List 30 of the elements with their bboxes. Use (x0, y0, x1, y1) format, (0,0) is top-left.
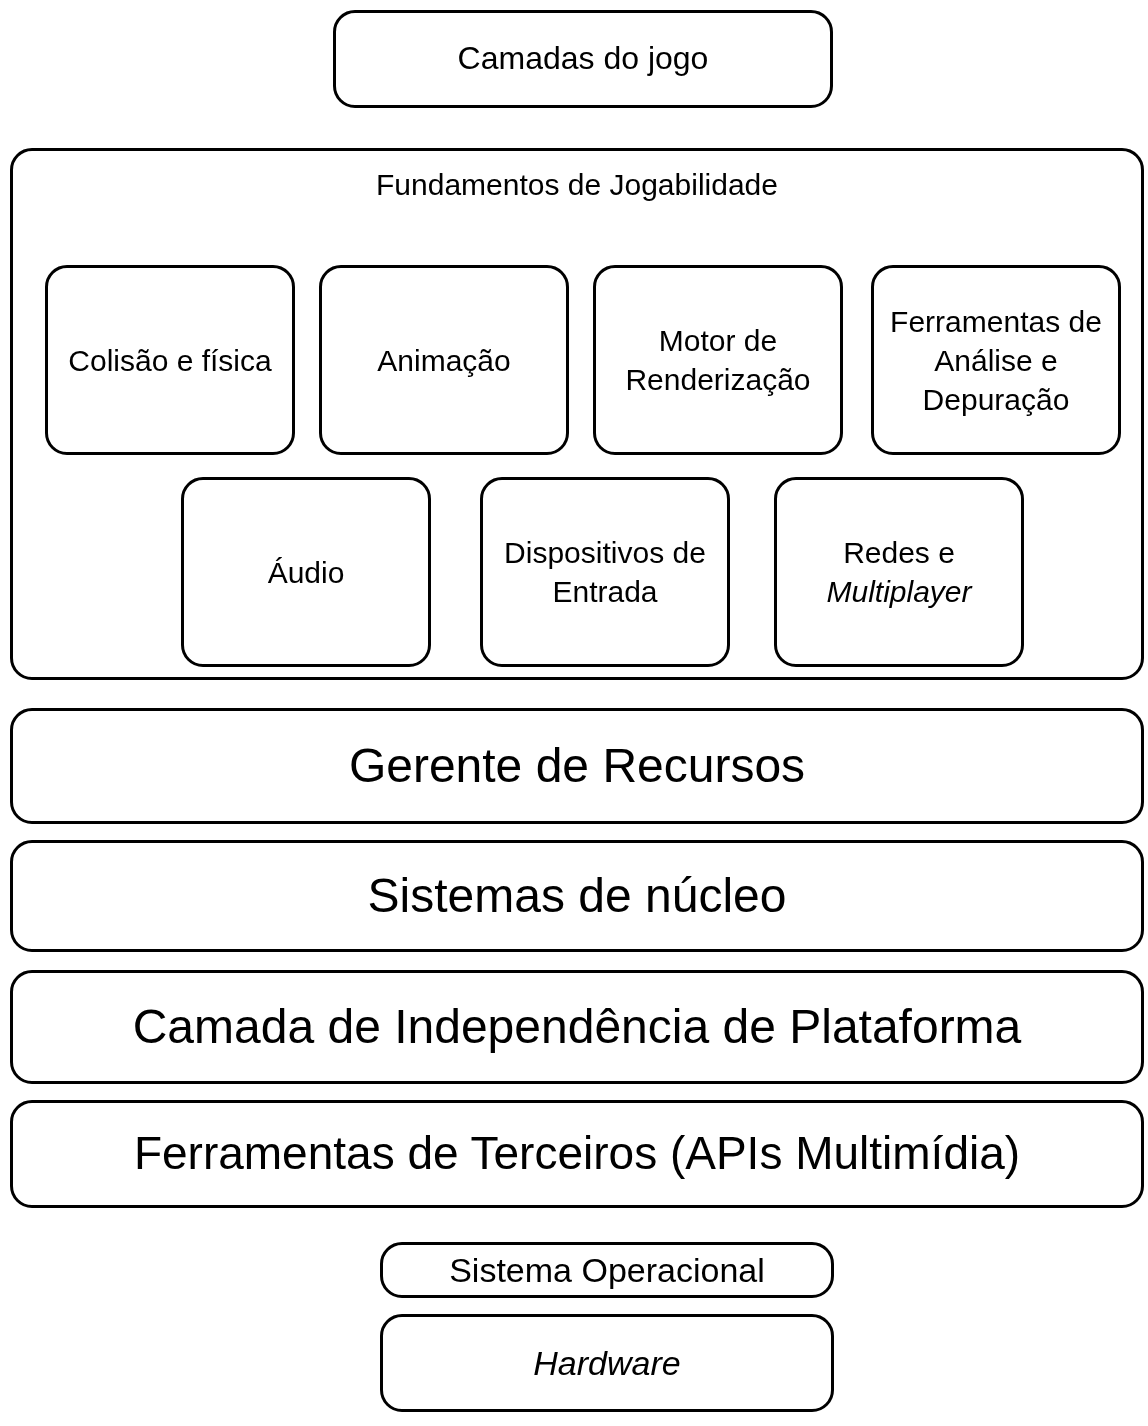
module-box (480, 477, 730, 667)
layer-box (333, 10, 833, 108)
box-label: Ferramentas de Análise e Depuração (889, 303, 1103, 418)
box-label: Camada de Independência de Plataforma (132, 998, 1022, 1055)
box-label: Dispositivos de Entrada (503, 535, 707, 610)
box-label: Gerente de Recursos (348, 737, 806, 794)
layer-box (10, 1100, 1144, 1208)
group-heading: Fundamentos de Jogabilidade (375, 167, 779, 203)
layer-box (380, 1242, 834, 1298)
module-box (319, 265, 569, 455)
module-box (45, 265, 295, 455)
module-box (774, 477, 1024, 667)
box-label: Animação (377, 342, 511, 379)
box-label: Sistema Operacional (449, 1249, 765, 1291)
module-box (593, 265, 843, 455)
box-label: Camadas do jogo (457, 39, 709, 79)
layer-box (10, 840, 1144, 952)
group-box (10, 148, 1144, 680)
box-label: Áudio (267, 554, 345, 591)
module-box (871, 265, 1121, 455)
layer-box (10, 708, 1144, 824)
box-label: Hardware (533, 1342, 681, 1384)
box-label: Motor de Renderização (624, 323, 812, 398)
layer-box (10, 970, 1144, 1084)
layer-box (380, 1314, 834, 1412)
box-label: Sistemas de núcleo (367, 867, 787, 924)
box-label: Ferramentas de Terceiros (APIs Multimídia) (133, 1126, 1021, 1182)
box-label: Colisão e física (68, 342, 272, 379)
module-box (181, 477, 431, 667)
box-label: Redes e Multiplayer (825, 535, 974, 610)
